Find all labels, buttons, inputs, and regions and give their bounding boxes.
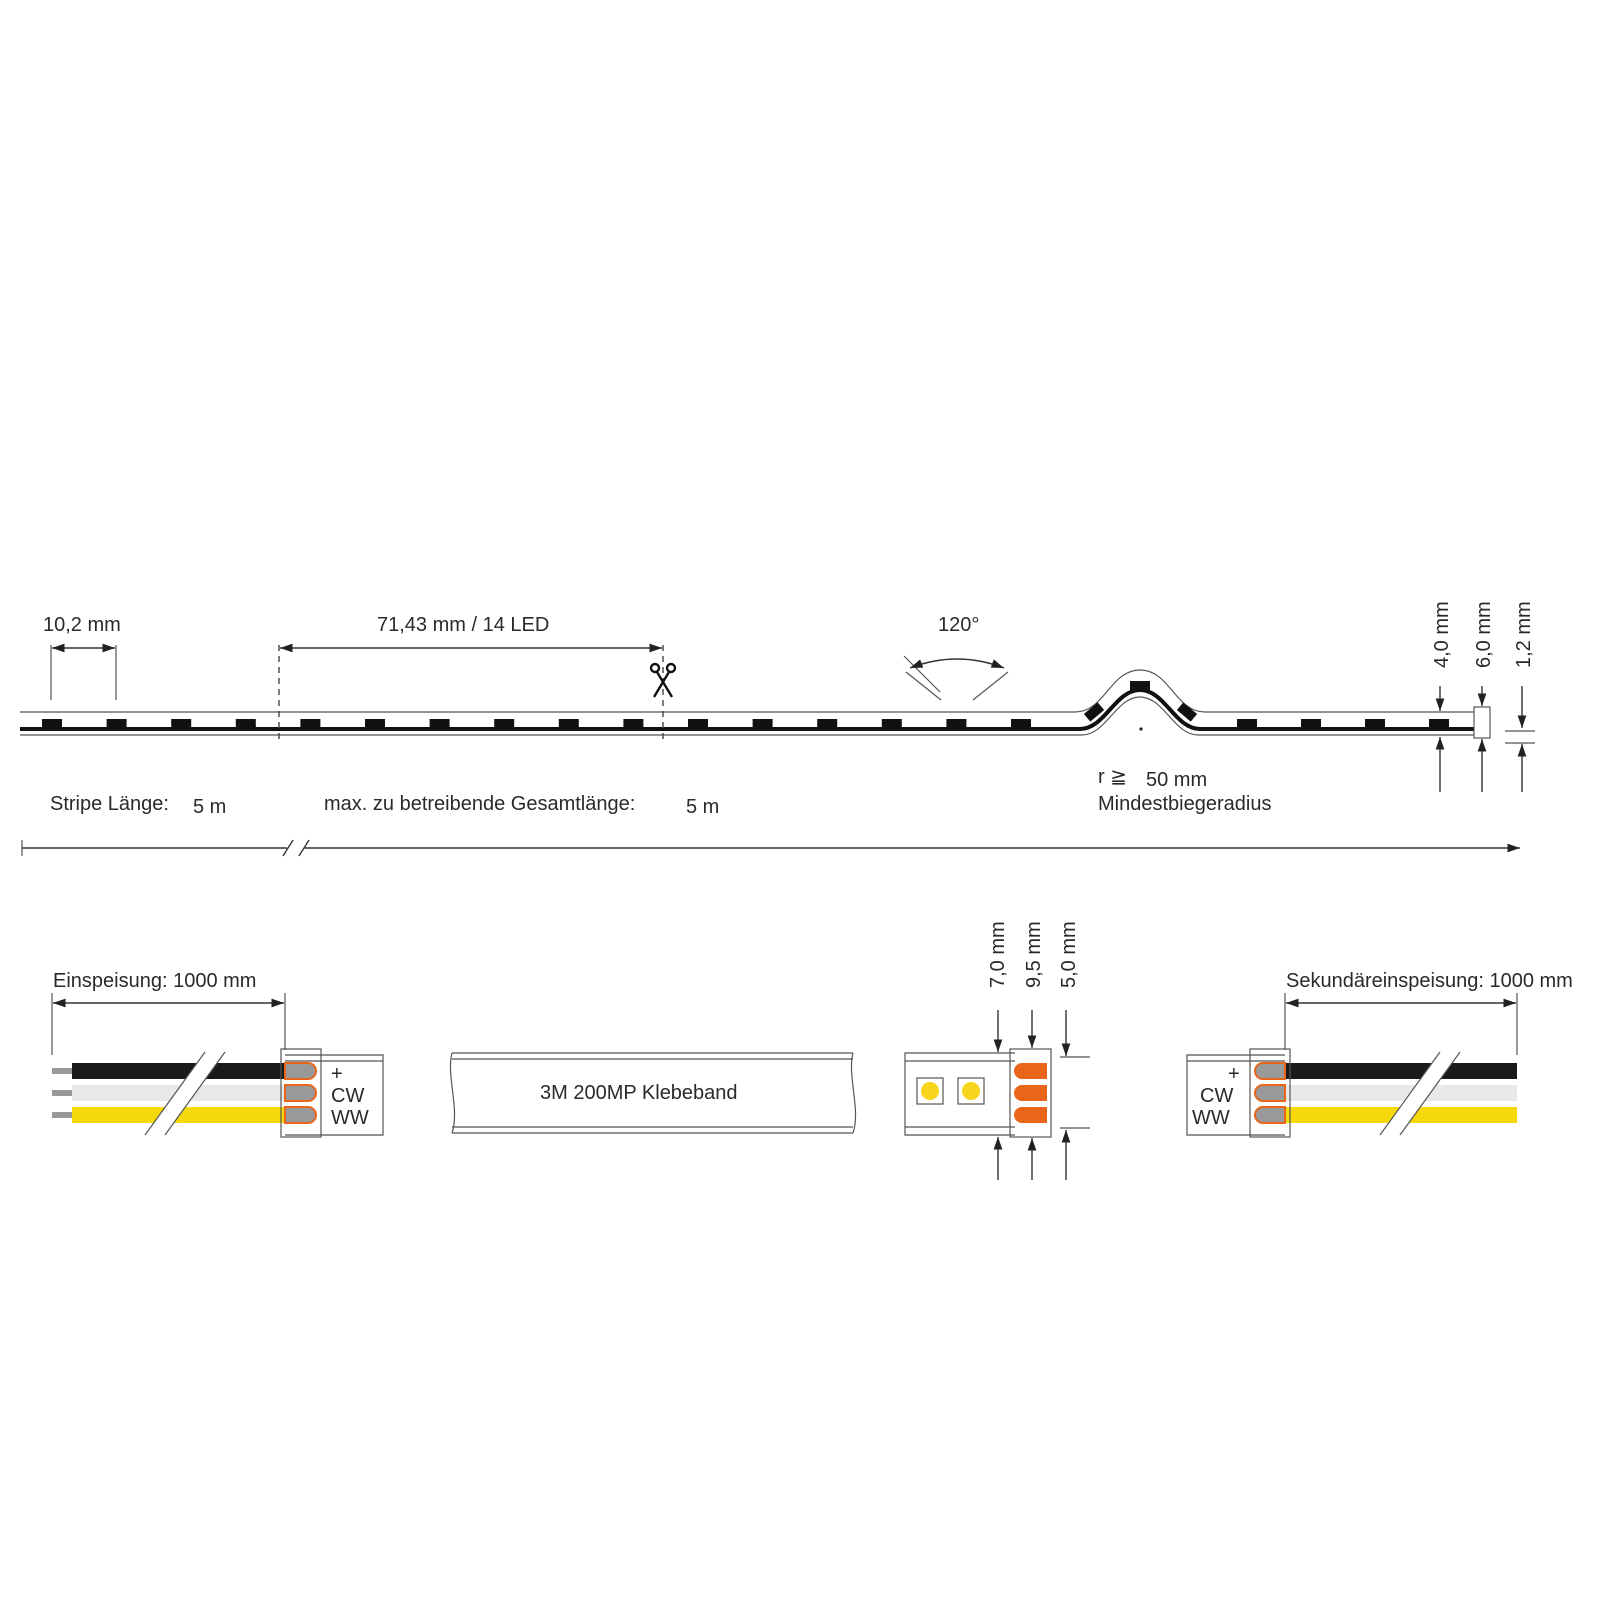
- dimension-segment: 71,43 mm / 14 LED: [280, 614, 662, 653]
- led-chip: [688, 719, 708, 729]
- pin-label-ww: WW: [331, 1107, 369, 1129]
- led-chip: [921, 1082, 939, 1100]
- led-chip: [1301, 719, 1321, 729]
- led-chip: [300, 719, 321, 729]
- total-length-arrow: [21, 839, 1520, 857]
- pin-label-cw: CW: [1200, 1085, 1233, 1107]
- led-chip: [1365, 719, 1385, 729]
- feed-label: Einspeisung: 1000 mm: [53, 970, 256, 992]
- strip-top-view: 7,0 mm 9,5 mm 5,0 mm: [904, 921, 1090, 1180]
- led-chip: [1429, 719, 1449, 729]
- thickness-label: 1,2 mm: [1513, 601, 1535, 668]
- led-chip: [623, 719, 644, 729]
- dimension-led-pitch: 10,2 mm: [43, 614, 121, 700]
- led-chips: [42, 719, 1449, 729]
- led-chip: [365, 719, 385, 729]
- led-chip: [946, 719, 967, 729]
- feed-cable-left: Einspeisung: 1000 mm + CW WW: [51, 970, 384, 1138]
- adhesive-tape: 3M 200MP Klebeband: [449, 1052, 857, 1134]
- connector: [280, 1048, 322, 1138]
- led-chip: [1237, 719, 1257, 729]
- pin-label-ww: WW: [1192, 1107, 1230, 1129]
- strip-side-view: [20, 645, 1491, 740]
- max-length-value: 5 m: [686, 796, 719, 818]
- pin-label-plus: +: [331, 1063, 343, 1085]
- led-pitch-label: 10,2 mm: [43, 614, 121, 636]
- led-chip: [42, 719, 62, 729]
- stripe-length-label: Stripe Länge:: [50, 793, 169, 815]
- segment-label: 71,43 mm / 14 LED: [377, 614, 549, 636]
- dim-label-1: 7,0 mm: [987, 921, 1009, 988]
- led-chip: [1083, 702, 1105, 722]
- radius-symbol: r ≧: [1098, 766, 1127, 788]
- led-chip: [881, 719, 902, 729]
- scissors-icon: [649, 662, 677, 698]
- led-chip: [494, 719, 515, 729]
- adhesive-label: 3M 200MP Klebeband: [540, 1082, 738, 1104]
- led-chip: [1176, 702, 1198, 722]
- pin-label-plus: +: [1228, 1063, 1240, 1085]
- pin-label-cw: CW: [331, 1085, 364, 1107]
- angle-label: 120°: [938, 614, 979, 636]
- wire-plus: [1285, 1063, 1517, 1079]
- beam-angle: 120°: [903, 614, 1009, 701]
- wire-cw: [1285, 1085, 1517, 1101]
- width-label: 6,0 mm: [1473, 601, 1495, 668]
- stripe-length-value: 5 m: [193, 796, 226, 818]
- led-chip: [558, 719, 579, 729]
- cross-section-dims: 4,0 mm 6,0 mm 1,2 mm: [1431, 601, 1535, 792]
- wire-plus: [72, 1063, 285, 1079]
- dim-label-2: 9,5 mm: [1023, 921, 1045, 988]
- dim-label-3: 5,0 mm: [1058, 921, 1080, 988]
- led-chip: [235, 719, 256, 729]
- led-chip: [752, 719, 773, 729]
- connector: [1249, 1048, 1291, 1138]
- led-chip: [1011, 719, 1031, 729]
- led-chip: [1130, 681, 1150, 691]
- max-length-label: max. zu betreibende Gesamtlänge:: [324, 793, 635, 815]
- end-cap: [1473, 706, 1491, 739]
- connector: [1009, 1048, 1052, 1138]
- radius-value: 50 mm: [1146, 769, 1207, 791]
- led-chip: [429, 719, 450, 729]
- led-chip: [817, 719, 838, 729]
- height-label: 4,0 mm: [1431, 601, 1453, 668]
- led-chip: [106, 719, 127, 729]
- led-chip: [171, 719, 192, 729]
- led-chip: [962, 1082, 980, 1100]
- secondary-feed-label: Sekundäreinspeisung: 1000 mm: [1286, 970, 1573, 992]
- feed-cable-right: Sekundäreinspeisung: 1000 mm + CW WW: [1186, 970, 1573, 1138]
- radius-caption: Mindestbiegeradius: [1098, 793, 1271, 815]
